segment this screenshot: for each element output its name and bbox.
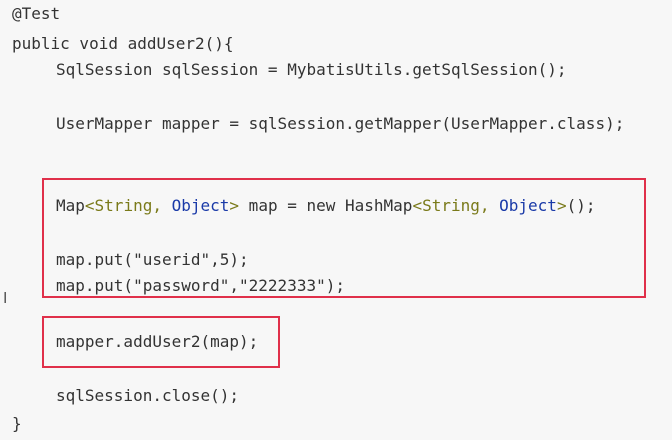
map-type-token: Map (56, 196, 85, 215)
code-line-put-userid: map.put("userid",5); (56, 250, 249, 269)
code-line-annotation: @Test (12, 4, 61, 23)
code-line-signature: public void addUser2(){ (12, 34, 234, 53)
text-cursor-icon: I (3, 289, 8, 307)
generic-open-token-2: <String, (412, 196, 500, 215)
highlight-box-map-block (42, 178, 646, 298)
object-type-token-2: Object (499, 196, 557, 215)
code-line-close-session: sqlSession.close(); (56, 386, 240, 405)
code-line-map-declaration: Map<String, Object> map = new HashMap<St… (56, 196, 595, 216)
highlight-box-add-call (42, 316, 280, 368)
code-line-put-password: map.put("password","2222333"); (56, 276, 345, 295)
object-type-token: Object (171, 196, 230, 215)
code-line-get-mapper: UserMapper mapper = sqlSession.getMapper… (56, 114, 625, 133)
generic-close-token: > (229, 196, 240, 215)
constructor-call-token: (); (566, 196, 596, 215)
map-assign-token: map = new HashMap (239, 196, 413, 215)
code-line-add-user: mapper.addUser2(map); (56, 332, 259, 351)
generic-close-token-2: > (556, 196, 567, 215)
code-line-get-session: SqlSession sqlSession = MybatisUtils.get… (56, 60, 567, 79)
code-line-closing-brace: } (12, 414, 22, 433)
generic-open-token: <String, (84, 196, 172, 215)
